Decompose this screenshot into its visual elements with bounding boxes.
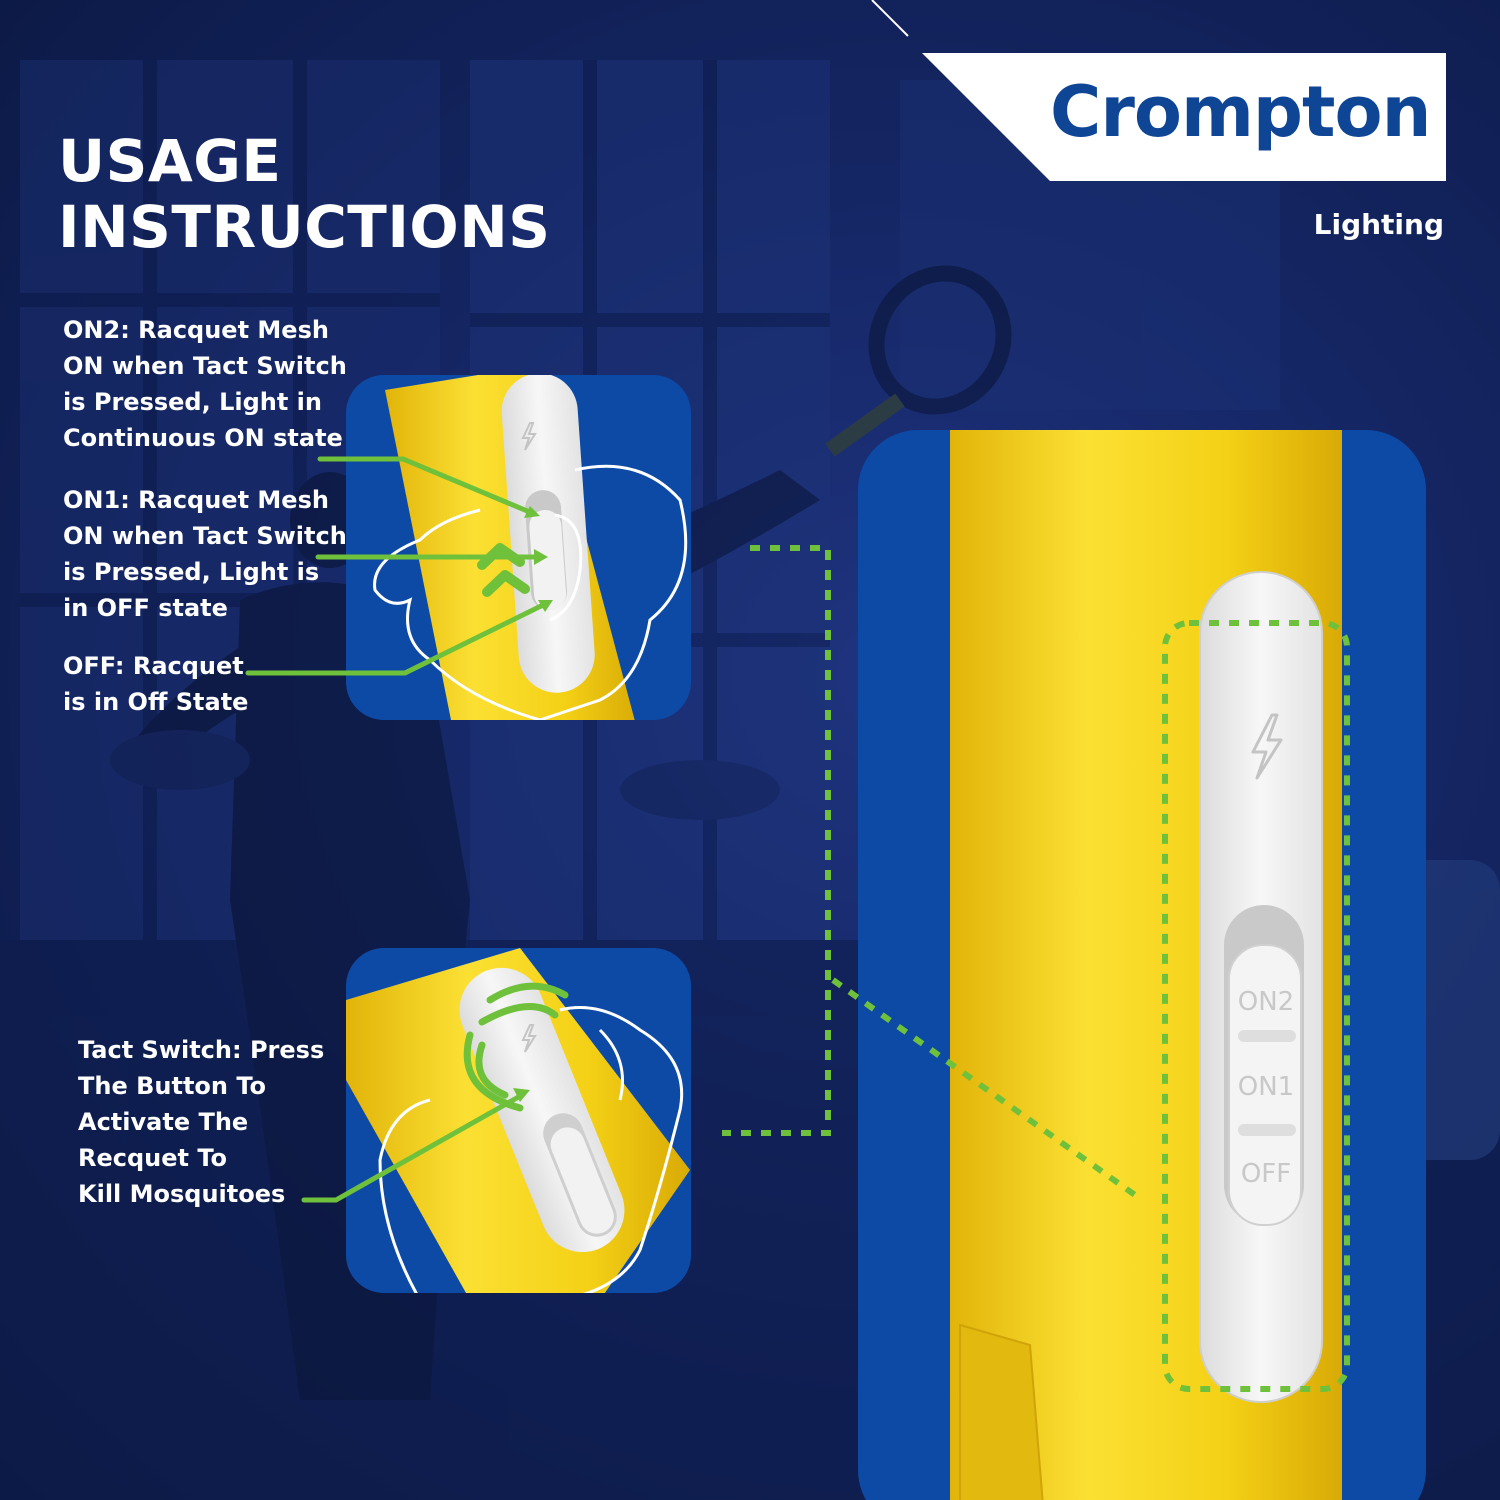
page-title: USAGE INSTRUCTIONS: [58, 128, 551, 260]
lightning-icon: [521, 1024, 537, 1053]
label-on2: ON2: Racquet Mesh ON when Tact Switch is…: [63, 316, 347, 452]
title-line-2: INSTRUCTIONS: [58, 193, 551, 261]
callout-arrows: [245, 456, 548, 1203]
brand-banner: [922, 53, 1446, 181]
lightning-icon: [1251, 713, 1283, 780]
hand-outline-icon: [378, 1006, 684, 1293]
label-tact-switch: Tact Switch: Press The Button To Activat…: [78, 1036, 325, 1208]
label-on1: ON1: Racquet Mesh ON when Tact Switch is…: [63, 486, 347, 622]
hand-outline-icon: [373, 464, 688, 720]
brand-category: Lighting: [1313, 208, 1444, 241]
lightning-icon: [521, 422, 537, 451]
label-off: OFF: Racquet is in Off State: [63, 652, 249, 716]
inset-panel-tact: [346, 948, 691, 1293]
decor-line: [871, 0, 909, 37]
connector-dotted: [722, 545, 1144, 1203]
title-line-1: USAGE: [58, 127, 282, 195]
main-switch-panel: ON2 ON1 OFF: [858, 430, 1426, 1500]
brand-logo: Crompton: [1050, 71, 1431, 153]
inset-panel-modes: [346, 375, 691, 720]
switch-mark-on2: ON2: [1238, 987, 1294, 1017]
switch-mark-off: OFF: [1241, 1159, 1291, 1189]
switch-mark-on1: ON1: [1238, 1072, 1294, 1102]
